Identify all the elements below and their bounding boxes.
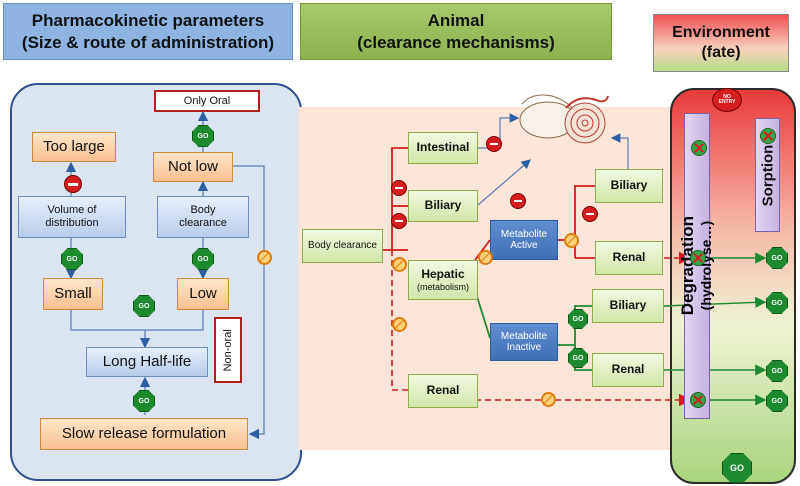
x-circle-icon — [760, 128, 776, 144]
slow-release-formulation-box: Slow release formulation — [40, 418, 248, 450]
intestinal-box: Intestinal — [408, 132, 478, 164]
prohibited-sign-icon — [478, 250, 493, 265]
go-sign-icon: GO — [766, 360, 788, 382]
not-low-box: Not low — [153, 152, 233, 182]
metabolite-inactive-line1: Metabolite — [500, 330, 548, 342]
go-sign-icon: GO — [766, 390, 788, 412]
renal-box: Renal — [408, 374, 478, 408]
metabolism-label: (metabolism) — [416, 281, 469, 292]
go-sign-icon: GO — [568, 309, 588, 329]
volume-line2: distribution — [45, 217, 99, 229]
metabolite-active-line1: Metabolite — [500, 228, 548, 240]
non-oral-box: Non-oral — [214, 317, 242, 383]
degradation-text: Degradation (hydrolyse…) — [678, 216, 715, 315]
biliary-box: Biliary — [408, 190, 478, 222]
hepatic-box: Hepatic (metabolism) — [408, 260, 478, 300]
body-clearance-line2: clearance — [179, 217, 227, 229]
prohibited-sign-icon — [541, 392, 556, 407]
go-sign-icon: GO — [766, 247, 788, 269]
no-entry-sign-icon — [582, 206, 598, 222]
low-box: Low — [177, 278, 229, 310]
no-entry-sign-icon — [391, 213, 407, 229]
intestine-illustration — [519, 94, 609, 144]
pk-header-line2: (Size & route of administration) — [21, 32, 275, 52]
metabolite-inactive-line2: Inactive — [506, 342, 542, 353]
active-renal-box: Renal — [595, 241, 663, 275]
animal-header-line1: Animal — [427, 11, 485, 31]
go-sign-icon: GO — [133, 295, 155, 317]
environment-header: Environment (fate) — [653, 14, 789, 72]
active-biliary-box: Biliary — [595, 169, 663, 203]
prohibited-sign-icon — [392, 317, 407, 332]
no-entry-entry-text: ENTRY — [718, 99, 736, 105]
no-entry-no-text: NO — [723, 93, 731, 100]
no-entry-sign-icon — [510, 193, 526, 209]
too-large-box: Too large — [32, 132, 116, 162]
env-header-line1: Environment — [672, 24, 770, 41]
go-sign-icon: GO — [568, 348, 588, 368]
prohibited-sign-icon — [564, 233, 579, 248]
no-entry-sign-icon — [64, 175, 82, 193]
env-header-line2: (fate) — [701, 44, 741, 61]
animal-panel — [298, 107, 678, 450]
inactive-biliary-box: Biliary — [592, 289, 664, 323]
body-clearance-line1: Body — [190, 204, 216, 217]
volume-line1: Volume of — [47, 204, 97, 217]
no-entry-sign-icon: NO ENTRY — [712, 88, 742, 112]
animal-header-line2: (clearance mechanisms) — [357, 32, 555, 52]
volume-of-distribution-box: Volume of distribution — [18, 196, 126, 238]
long-half-life-box: Long Half-life — [86, 347, 208, 377]
go-sign-icon: GO — [722, 453, 752, 483]
pharmacokinetic-header: Pharmacokinetic parameters (Size & route… — [3, 3, 293, 60]
x-circle-icon — [690, 250, 706, 266]
hepatic-label: Hepatic — [421, 266, 465, 281]
prohibited-sign-icon — [392, 257, 407, 272]
metabolite-active-line2: Active — [510, 240, 538, 251]
x-circle-icon — [690, 392, 706, 408]
go-sign-icon: GO — [133, 390, 155, 412]
no-entry-sign-icon — [391, 180, 407, 196]
x-circle-icon — [691, 140, 707, 156]
only-oral-box: Only Oral — [154, 90, 260, 112]
go-sign-icon: GO — [192, 248, 214, 270]
no-entry-sign-icon — [486, 136, 502, 152]
prohibited-sign-icon — [257, 250, 272, 265]
animal-header: Animal (clearance mechanisms) — [300, 3, 612, 60]
small-box: Small — [43, 278, 103, 310]
degradation-bar: Degradation (hydrolyse…) — [678, 113, 715, 419]
body-clearance-box: Body clearance — [302, 229, 383, 263]
body-clearance-pk-box: Body clearance — [157, 196, 249, 238]
go-sign-icon: GO — [766, 292, 788, 314]
sorption-label: Sorption — [759, 144, 776, 206]
metabolite-active-box: Metabolite Active — [490, 220, 558, 260]
go-sign-icon: GO — [61, 248, 83, 270]
metabolite-inactive-box: Metabolite Inactive — [490, 323, 558, 361]
pk-header-line1: Pharmacokinetic parameters — [31, 11, 265, 31]
non-oral-label: Non-oral — [221, 328, 234, 372]
degradation-label: Degradation — [678, 216, 698, 316]
hydrolyse-label: (hydrolyse…) — [698, 221, 715, 311]
go-sign-icon: GO — [192, 125, 214, 147]
inactive-renal-box: Renal — [592, 353, 664, 387]
